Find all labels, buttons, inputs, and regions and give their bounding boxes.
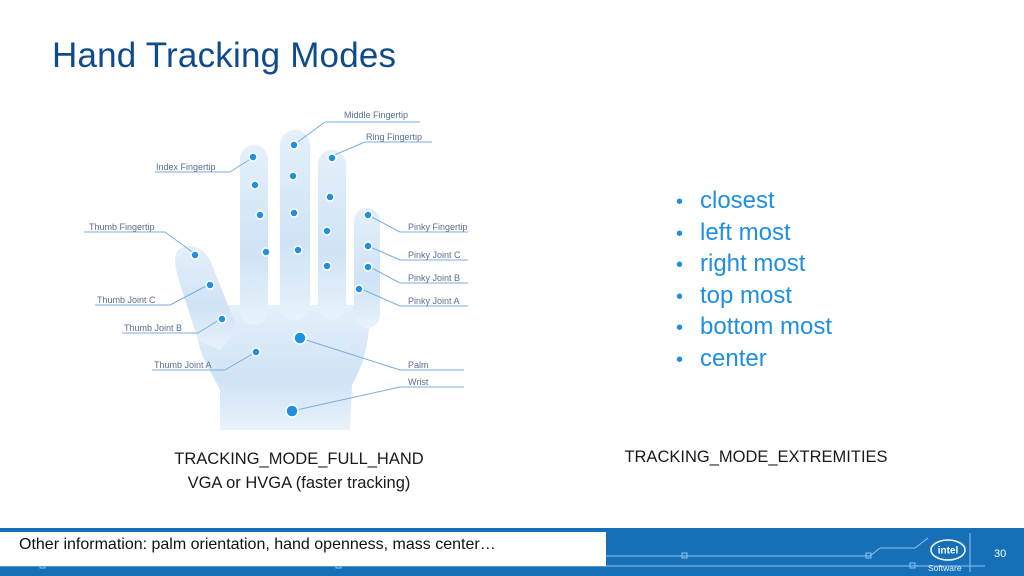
label-ring-fingertip: Ring Fingertip [366,132,422,142]
label-index-fingertip: Index Fingertip [156,162,216,172]
list-item: •bottom most [676,312,832,344]
full-hand-resolution: VGA or HVGA (faster tracking) [187,474,411,492]
page-number: 30 [994,548,1007,560]
label-pinky-joint-c: Pinky Joint C [408,250,461,260]
label-thumb-joint-b: Thumb Joint B [124,323,182,333]
leader-lines [84,121,468,412]
bullet-dot: • [676,191,684,213]
bullet-dot: • [676,348,684,371]
label-wrist: Wrist [408,377,429,387]
intel-logo-icon: intel [930,539,966,561]
bullet-dot: • [676,285,684,308]
hand-diagram: Middle Fingertip Ring Fingertip Index Fi… [70,100,490,435]
slide-title: Hand Tracking Modes [52,36,397,75]
hand-silhouette [175,130,380,430]
full-hand-mode-name: TRACKING_MODE_FULL_HAND [174,450,424,468]
label-thumb-fingertip: Thumb Fingertip [89,222,155,232]
label-pinky-joint-a: Pinky Joint A [408,296,460,306]
bullet-dot: • [676,254,684,277]
list-item: •top most [676,281,832,313]
list-item: •left most [676,218,832,250]
label-pinky-joint-b: Pinky Joint B [408,273,460,283]
full-hand-caption: TRACKING_MODE_FULL_HAND VGA or HVGA (fas… [140,447,458,495]
logo-subtitle: Software [928,563,962,573]
extremities-caption: TRACKING_MODE_EXTREMITIES [624,448,888,466]
label-thumb-joint-c: Thumb Joint C [97,295,156,305]
hand-illustration: Middle Fingertip Ring Fingertip Index Fi… [84,110,468,430]
intel-logo-text: intel [938,546,959,557]
bullet-dot: • [676,317,684,340]
extremities-list: •closest •left most •right most •top mos… [676,186,832,376]
circuit-decoration [0,533,985,572]
label-thumb-joint-a: Thumb Joint A [154,360,212,370]
bullet-dot: • [676,222,684,245]
label-middle-fingertip: Middle Fingertip [344,110,408,120]
label-palm: Palm [408,360,429,370]
list-item: •closest [676,186,832,218]
list-item: •center [676,344,832,376]
label-pinky-fingertip: Pinky Fingertip [408,222,468,232]
list-item: •right most [676,249,832,281]
footer-note: Other information: palm orientation, han… [0,532,606,566]
joints [190,140,373,418]
